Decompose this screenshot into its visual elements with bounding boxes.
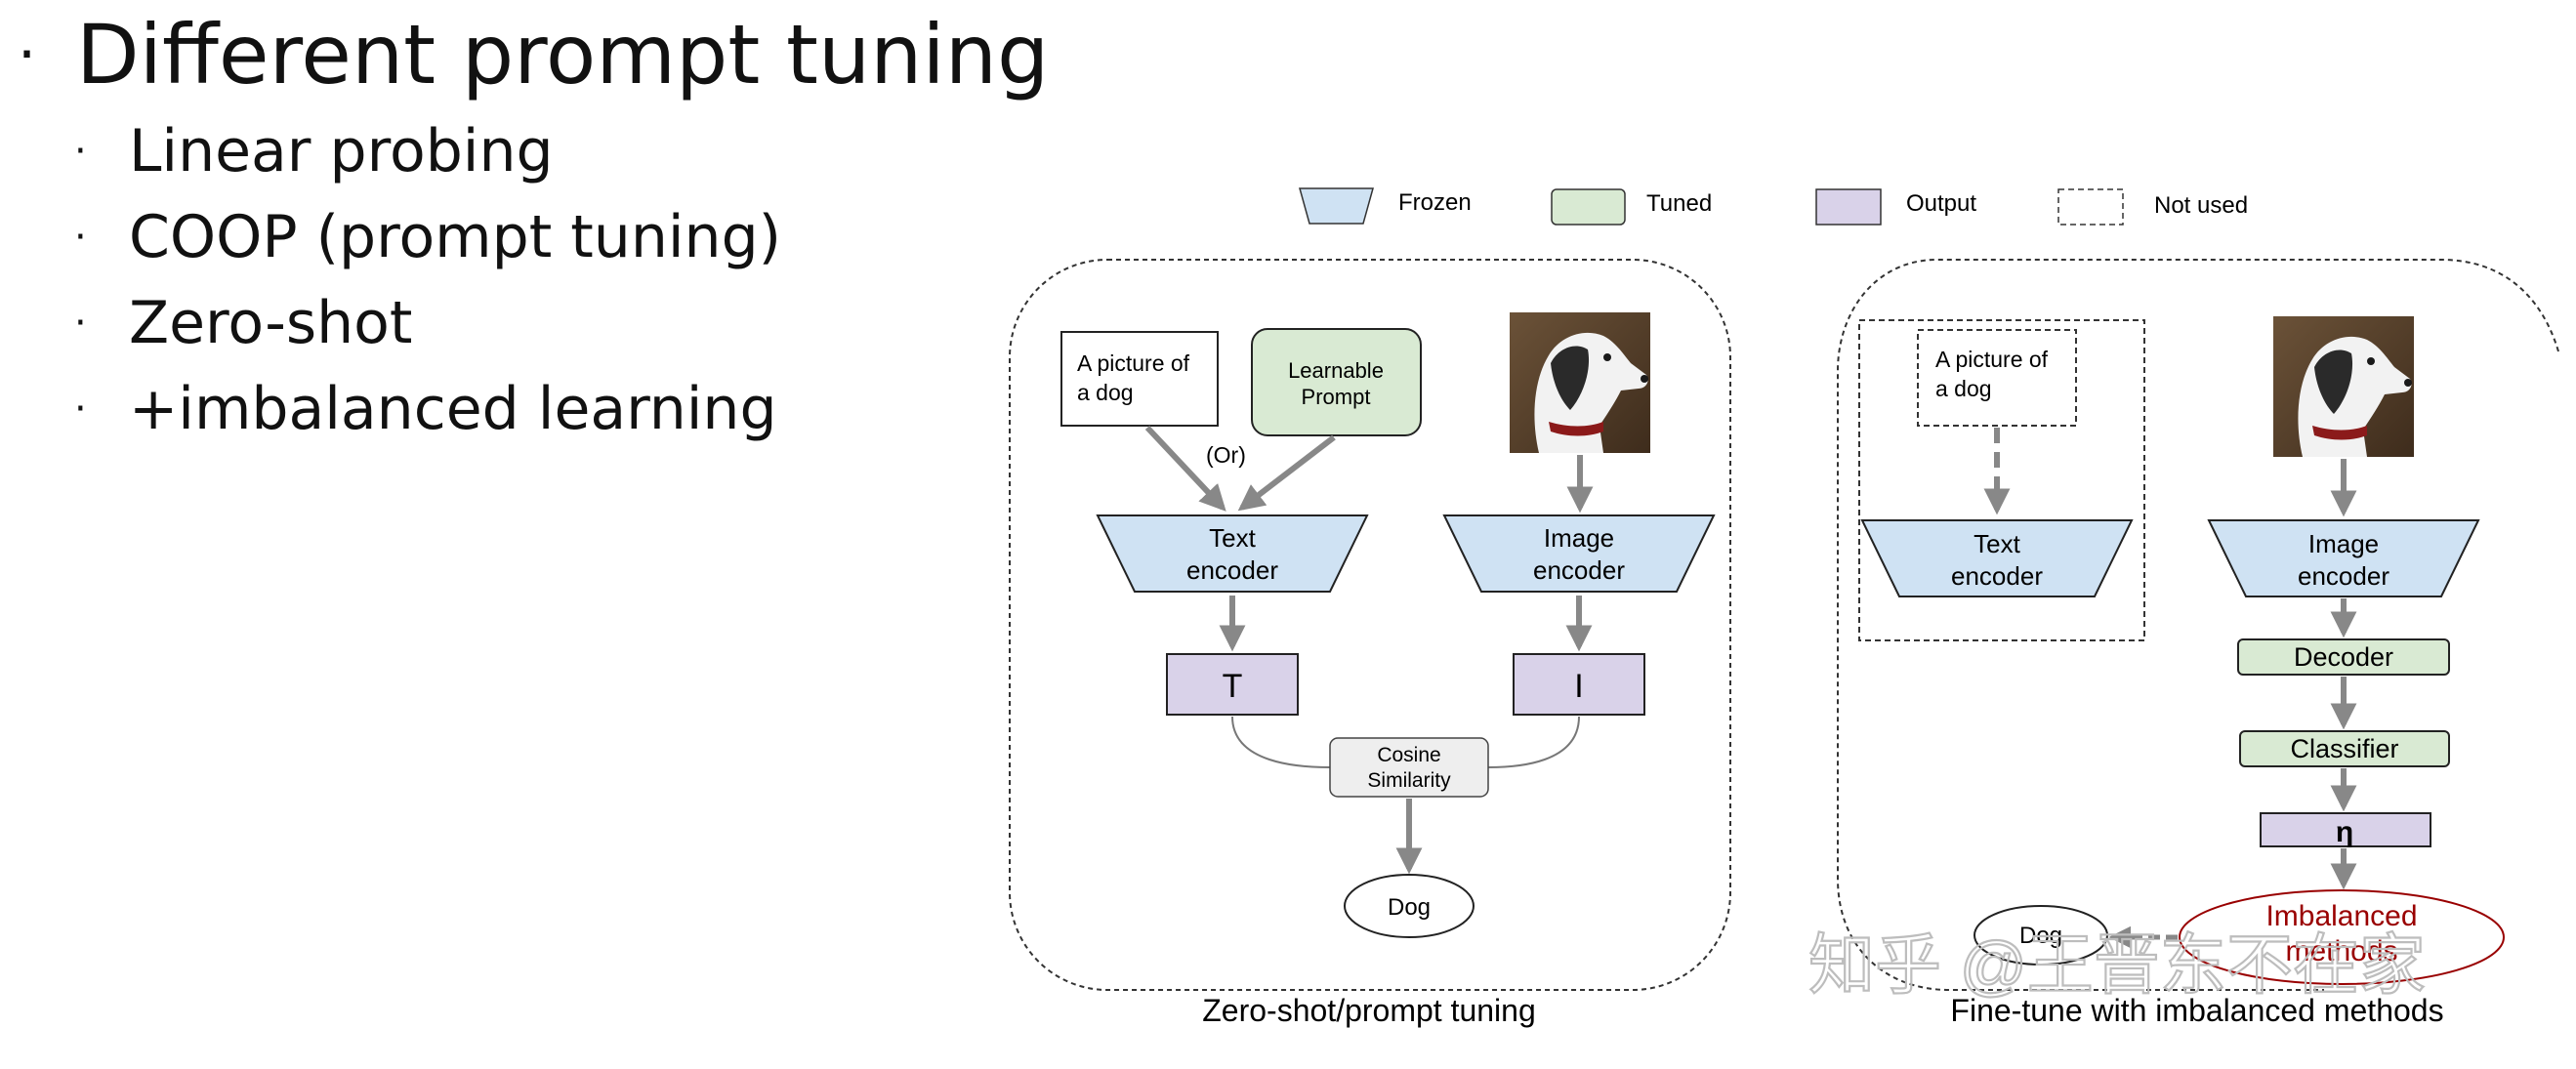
right-dog-image: [2273, 316, 2414, 457]
decoder-box: [2237, 638, 2450, 676]
main-bullet-text: Different prompt tuning: [76, 7, 1050, 103]
t-label: T: [1223, 668, 1243, 705]
bullet-dot: ·: [18, 21, 37, 89]
classifier-label: Classifier: [2290, 734, 2398, 763]
right-image-encoder-line2: encoder: [2298, 561, 2389, 591]
right-text-box: [1917, 329, 2077, 427]
legend-notused-swatch: [2057, 188, 2124, 226]
left-panel-border: [1009, 259, 1731, 991]
learnable-prompt-line1: Learnable: [1288, 358, 1384, 383]
not-used-region: [1858, 319, 2145, 641]
right-panel: A picture of a dog Text encoder Image en…: [1837, 259, 2559, 991]
watermark: 知乎 @王晋东不在家: [1808, 928, 2426, 1003]
right-dog-output-label: Dog: [2019, 923, 2062, 949]
right-image-encoder: [2207, 519, 2480, 597]
sub-bullet-coop: · COOP (prompt tuning): [74, 203, 781, 271]
left-text-encoder-line1: Text: [1209, 523, 1256, 553]
bullet-dot: ·: [74, 129, 87, 174]
prompt-to-encoder-arrow: [1237, 434, 1336, 512]
text-to-encoder-arrow: [1144, 425, 1226, 512]
left-panel: A picture of a dog Learnable Prompt (Or)…: [1009, 259, 1731, 991]
sub-bullet-linear: · Linear probing: [74, 117, 554, 185]
legend-notused-label: Not used: [2154, 192, 2248, 219]
left-text-encoder: [1096, 514, 1369, 593]
left-text-encoder-line2: encoder: [1186, 555, 1278, 585]
learnable-prompt-line2: Prompt: [1302, 385, 1371, 409]
legend-tuned-swatch: [1551, 188, 1626, 226]
legend: Frozen Tuned Output Not used: [1299, 187, 2248, 226]
t-output-box: [1166, 653, 1299, 716]
left-dog-output-label: Dog: [1388, 894, 1431, 921]
left-text-box-line1: A picture of: [1077, 350, 1190, 376]
left-image-encoder: [1442, 514, 1716, 593]
i-to-cosine-curve: [1487, 716, 1580, 768]
legend-tuned-label: Tuned: [1646, 190, 1712, 217]
sub-bullet-zeroshot: · Zero-shot: [74, 289, 412, 357]
sub-bullet-text: +imbalanced learning: [129, 375, 777, 443]
sub-bullet-text: COOP (prompt tuning): [129, 203, 782, 271]
imbalanced-line1: Imbalanced: [2265, 900, 2417, 932]
imbalanced-methods-ellipse: [2179, 889, 2505, 985]
imbalanced-line2: methods: [2285, 935, 2397, 967]
bullet-dot: ·: [74, 387, 87, 432]
legend-output-label: Output: [1906, 190, 1976, 217]
right-panel-caption: Fine-tune with imbalanced methods: [1950, 993, 2443, 1028]
sub-bullet-text: Linear probing: [129, 117, 554, 185]
legend-frozen-swatch: [1299, 187, 1374, 225]
left-dog-output: [1344, 874, 1475, 938]
left-text-box: [1060, 331, 1219, 427]
right-text-box-line1: A picture of: [1935, 347, 2049, 372]
i-label: I: [1574, 668, 1583, 705]
right-text-encoder: [1860, 519, 2134, 597]
legend-output-swatch: [1815, 188, 1882, 226]
left-image-encoder-line2: encoder: [1533, 555, 1625, 585]
left-panel-caption: Zero-shot/prompt tuning: [1202, 993, 1536, 1028]
sub-bullet-imbalanced: · +imbalanced learning: [74, 375, 777, 443]
sub-bullet-text: Zero-shot: [129, 289, 413, 357]
decoder-label: Decoder: [2294, 642, 2393, 672]
main-bullet: · Different prompt tuning: [18, 6, 1049, 103]
classifier-box: [2239, 730, 2450, 767]
cosine-line2: Similarity: [1367, 769, 1451, 792]
right-text-box-line2: a dog: [1935, 376, 1992, 401]
left-text-box-line2: a dog: [1077, 380, 1134, 405]
eta-label: η: [2336, 816, 2353, 848]
t-to-cosine-curve: [1231, 716, 1331, 768]
bullet-dot: ·: [74, 215, 87, 260]
left-dog-image: [1510, 312, 1650, 453]
right-dog-output: [1974, 905, 2108, 966]
cosine-similarity-box: [1329, 737, 1489, 798]
right-text-encoder-line2: encoder: [1951, 561, 2043, 591]
or-label: (Or): [1206, 442, 1246, 468]
eta-box: [2260, 812, 2431, 847]
cosine-line1: Cosine: [1377, 744, 1440, 766]
right-text-encoder-line1: Text: [1974, 529, 2020, 558]
right-panel-border: [1837, 259, 2559, 991]
right-image-encoder-line1: Image: [2308, 529, 2379, 558]
bullet-dot: ·: [74, 301, 87, 346]
legend-frozen-label: Frozen: [1398, 189, 1472, 216]
learnable-prompt-box: [1251, 328, 1422, 436]
left-image-encoder-line1: Image: [1544, 523, 1614, 553]
i-output-box: [1513, 653, 1645, 716]
